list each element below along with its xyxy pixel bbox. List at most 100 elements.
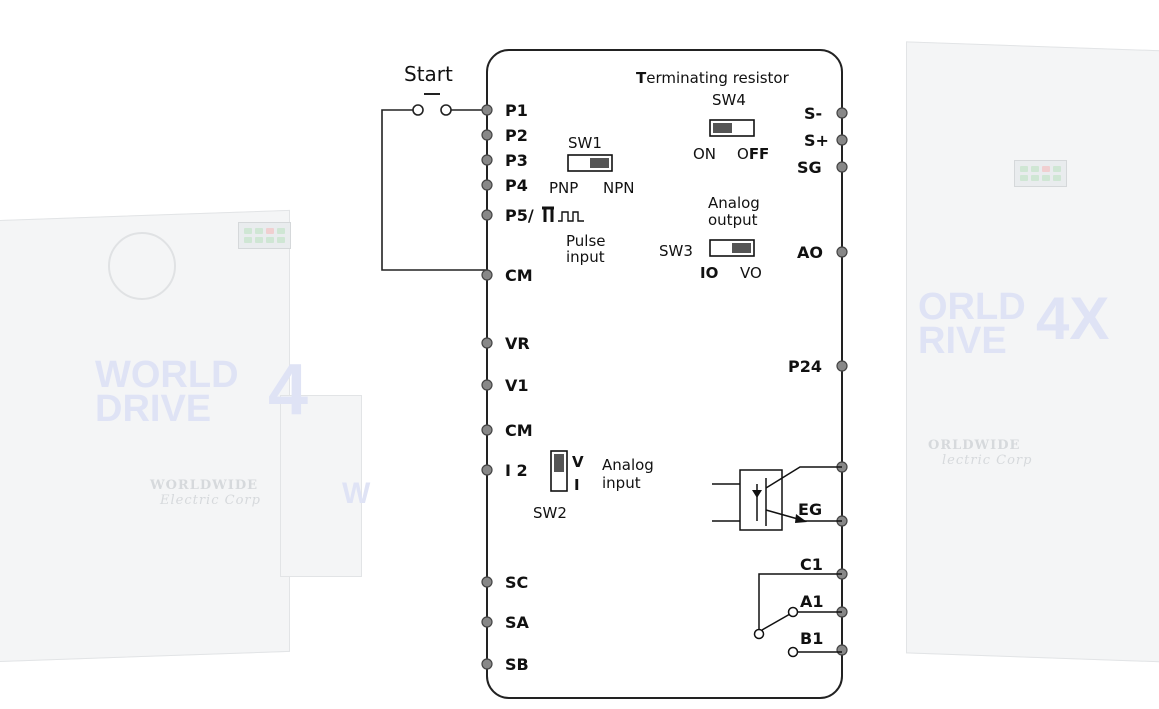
right-seal: ORLDWIDE lectric Corp bbox=[928, 438, 1032, 468]
left-logo-line2: DRIVE bbox=[95, 388, 212, 431]
terminal-dot-b1 bbox=[836, 644, 848, 656]
terminal-dot-cm1 bbox=[481, 269, 493, 281]
terminal-dot-s-minus bbox=[836, 107, 848, 119]
terminal-ao: AO bbox=[797, 243, 823, 262]
photocoupler-emitter-arrow bbox=[795, 514, 807, 523]
sw2-top-label: V bbox=[572, 453, 584, 471]
terminal-dot-p3 bbox=[481, 154, 493, 166]
terminal-eg: EG bbox=[798, 500, 822, 519]
terminal-sa: SA bbox=[505, 613, 530, 632]
terminal-dot-v1 bbox=[481, 379, 493, 391]
analog-input-line1: Analog bbox=[602, 456, 654, 474]
terminal-p4: P4 bbox=[505, 176, 528, 195]
terminal-cm-2: CM bbox=[505, 421, 533, 440]
sw1-slider bbox=[590, 158, 609, 168]
terminating-resistor-first-letter: T bbox=[636, 69, 647, 87]
sw4-off-label: OFF bbox=[737, 145, 769, 163]
terminal-vr: VR bbox=[505, 334, 530, 353]
side-logo: W bbox=[342, 477, 371, 510]
pulse-train-icon bbox=[542, 206, 584, 222]
photocoupler-diode-arrow bbox=[752, 490, 762, 498]
start-loop-wire bbox=[381, 109, 487, 271]
terminal-dot-sa bbox=[481, 616, 493, 628]
left-terminal-dots bbox=[481, 104, 493, 670]
terminal-eg-g: G bbox=[809, 500, 822, 519]
start-contact-right bbox=[440, 104, 452, 116]
keypad-right bbox=[1014, 160, 1067, 187]
terminating-resistor-rest: erminating resistor bbox=[646, 69, 789, 87]
pulse-input-line2: input bbox=[566, 248, 605, 266]
terminal-dot-sg bbox=[836, 161, 848, 173]
left-seal: WORLDWIDE Electric Corp bbox=[150, 478, 261, 508]
terminal-dot-p2 bbox=[481, 129, 493, 141]
relay-a1-contact bbox=[787, 606, 799, 618]
dial-icon bbox=[108, 232, 176, 300]
right-logo-line2: RIVE bbox=[918, 320, 1007, 363]
sw4-off-ff: FF bbox=[749, 145, 770, 163]
terminal-sc: SC bbox=[505, 573, 528, 592]
left-seal-text2: Electric Corp bbox=[160, 493, 261, 508]
terminal-dot-i2 bbox=[481, 464, 493, 476]
terminal-dot-sb bbox=[481, 658, 493, 670]
relay-common-contact bbox=[753, 628, 765, 640]
left-seal-text: WORLDWIDE bbox=[150, 478, 259, 493]
terminal-dot-p5 bbox=[481, 209, 493, 221]
photocoupler bbox=[712, 466, 842, 531]
background-drive-side bbox=[280, 395, 362, 577]
terminal-dot-p24 bbox=[836, 360, 848, 372]
analog-output-line1: Analog bbox=[708, 194, 760, 212]
start-label: Start bbox=[404, 62, 453, 86]
analog-input-line2: input bbox=[602, 474, 641, 492]
terminal-v1: V1 bbox=[505, 376, 529, 395]
start-contact-left bbox=[412, 104, 424, 116]
sw4-label: SW4 bbox=[712, 91, 746, 109]
sw3-right-label: VO bbox=[740, 264, 762, 282]
terminal-dot-p1 bbox=[481, 104, 493, 116]
terminal-p1: P1 bbox=[505, 101, 528, 120]
terminal-dot-p4 bbox=[481, 179, 493, 191]
pulse-input-line1: Pulse bbox=[566, 232, 606, 250]
terminal-p5: P5/ bbox=[505, 206, 534, 225]
sw1-right-label: NPN bbox=[603, 179, 635, 197]
sw3-label: SW3 bbox=[659, 242, 693, 260]
sw1-left-label: PNP bbox=[549, 179, 578, 197]
sw2-label: SW2 bbox=[533, 504, 567, 522]
terminal-p2: P2 bbox=[505, 126, 528, 145]
terminal-p24: P24 bbox=[788, 357, 822, 376]
sw3-slider bbox=[732, 243, 751, 253]
right-logo-suffix: 4X bbox=[1036, 285, 1110, 352]
relay-b1-contact bbox=[787, 646, 799, 658]
terminating-resistor-label: Terminating resistor bbox=[636, 69, 790, 87]
left-logo-suffix: 4 bbox=[268, 350, 309, 430]
terminal-b1: B1 bbox=[800, 629, 823, 648]
analog-output-line2: output bbox=[708, 211, 758, 229]
terminal-i2: I 2 bbox=[505, 461, 528, 480]
terminal-sg: SG bbox=[797, 158, 822, 177]
sw2-slider bbox=[554, 454, 564, 472]
sw4-on-label: ON bbox=[693, 145, 716, 163]
terminal-eg-e: E bbox=[798, 500, 809, 519]
terminal-dot-s-plus bbox=[836, 134, 848, 146]
keypad-left bbox=[238, 222, 291, 249]
terminal-sb: SB bbox=[505, 655, 529, 674]
terminal-a1: A1 bbox=[800, 592, 824, 611]
terminal-c1: C1 bbox=[800, 555, 823, 574]
sw3-left-label: IO bbox=[700, 264, 718, 282]
sw1-label: SW1 bbox=[568, 134, 602, 152]
terminal-dot-cm2 bbox=[481, 424, 493, 436]
left-logo: WORLD DRIVE bbox=[95, 354, 239, 431]
terminal-s-plus: S+ bbox=[804, 131, 829, 150]
sw4-off-o: O bbox=[737, 145, 749, 163]
relay-contacts bbox=[758, 573, 842, 653]
terminal-cm-1: CM bbox=[505, 266, 533, 285]
right-seal-text: ORLDWIDE bbox=[928, 438, 1021, 453]
right-seal-text2: lectric Corp bbox=[942, 453, 1033, 468]
sw4-slider bbox=[713, 123, 732, 133]
right-logo-line1: ORLD bbox=[918, 286, 1026, 328]
sw2-bottom-label: I bbox=[574, 476, 580, 494]
right-logo: ORLD RIVE bbox=[918, 286, 1026, 363]
terminal-dot-sc bbox=[481, 576, 493, 588]
left-logo-line1: WORLD bbox=[95, 354, 239, 396]
terminal-s-minus: S- bbox=[804, 104, 822, 123]
